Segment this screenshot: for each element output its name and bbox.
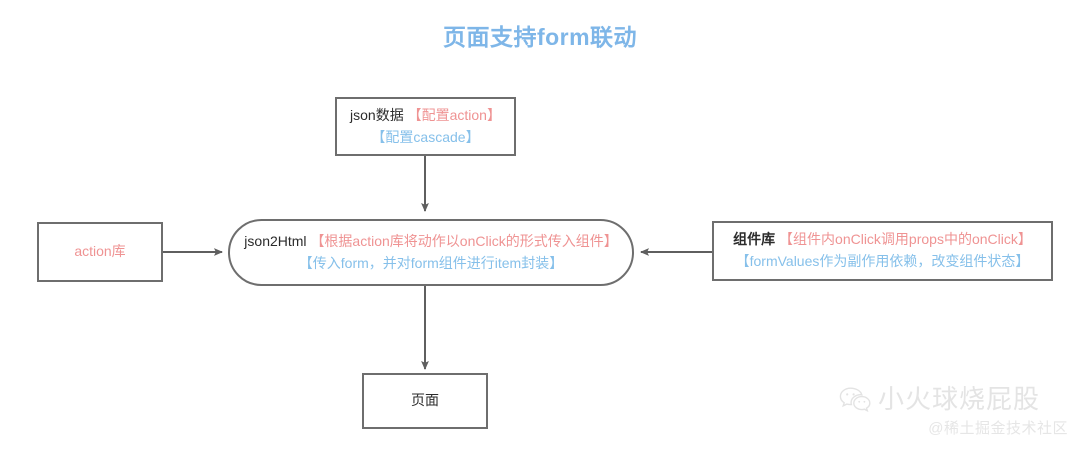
node-component-lib-tag-formvalues: 【formValues作为副作用依赖，改变组件状态】 (735, 253, 1030, 269)
node-json-data-tag-cascade: 【配置cascade】 (371, 128, 480, 145)
watermark-main-text: 小火球烧屁股 (878, 384, 1041, 414)
node-component-lib[interactable]: 组件库 【组件内onClick调用props中的onClick】 【formVa… (712, 221, 1053, 281)
node-json2html-line-2: 【传入form，并对form组件进行item封装】 (299, 253, 563, 275)
node-page-label: 页面 (411, 392, 439, 409)
node-action-lib[interactable]: action库 (37, 222, 163, 282)
node-json2html[interactable]: json2Html 【根据action库将动作以onClick的形式传入组件】 … (228, 219, 634, 286)
node-action-lib-line-1: action库 (74, 241, 125, 263)
node-component-lib-tag-onclick: 【组件内onClick调用props中的onClick】 (779, 231, 1032, 248)
node-json-data-label: json数据 (350, 106, 404, 123)
page-title: 页面支持form联动 (442, 24, 638, 50)
watermark-row: 小火球烧屁股 (838, 384, 1074, 414)
node-json2html-tag-action: 【根据action库将动作以onClick的形式传入组件】 (310, 232, 618, 249)
node-json-data[interactable]: json数据 【配置action】 【配置cascade】 (335, 97, 516, 156)
node-json2html-line-1: json2Html 【根据action库将动作以onClick的形式传入组件】 (244, 231, 617, 253)
node-page-line-1: 页面 (411, 390, 439, 412)
node-component-lib-line-2: 【formValues作为副作用依赖，改变组件状态】 (736, 251, 1030, 273)
watermark: 小火球烧屁股 @稀土掘金技术社区 (838, 384, 1074, 446)
node-json-data-line-2: 【配置cascade】 (371, 127, 479, 149)
watermark-sub-text: @稀土掘金技术社区 (928, 420, 1068, 437)
node-json2html-label: json2Html (244, 232, 307, 249)
node-page[interactable]: 页面 (362, 373, 488, 429)
node-component-lib-label: 组件库 (733, 231, 776, 248)
node-json2html-tag-form: 【传入form，并对form组件进行item封装】 (298, 254, 564, 271)
wechat-icon (839, 387, 871, 413)
node-json-data-line-1: json数据 【配置action】 (350, 105, 501, 127)
node-action-lib-label: action库 (74, 243, 126, 260)
node-json-data-tag-action: 【配置action】 (407, 106, 501, 123)
node-component-lib-line-1: 组件库 【组件内onClick调用props中的onClick】 (733, 229, 1032, 251)
